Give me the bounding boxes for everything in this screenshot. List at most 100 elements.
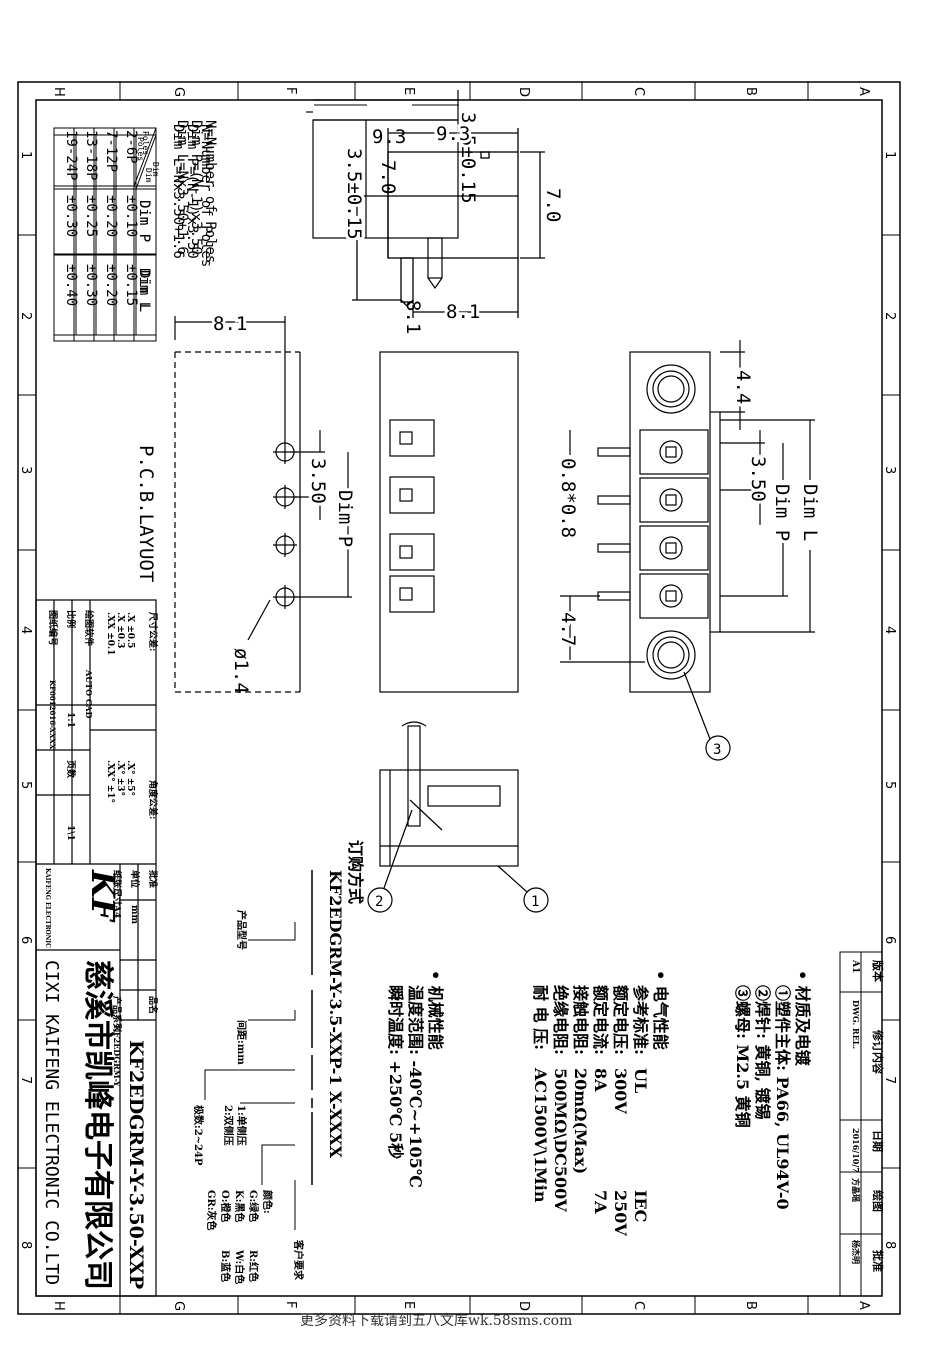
balloon-3 (705, 735, 731, 761)
zone-number-3: 3 (18, 466, 33, 474)
zone-letter-d: D (516, 87, 531, 97)
title-block (35, 599, 157, 1297)
tb-unit: mm (129, 905, 139, 925)
balloon-2-label: 2 (375, 894, 383, 910)
tol-row-poles: 19-24P (63, 130, 79, 181)
footer-link[interactable]: 更多资料下载请到五八文库wk.58sms.com (300, 1313, 573, 1329)
material-2: ②焊针: 黄铜, 镀锡 (753, 985, 772, 1120)
tb-logo: KF (84, 869, 122, 923)
material-1: ①塑件主体: PA66, UL94V-0 (773, 985, 792, 1210)
balloon-1-label: 1 (531, 894, 539, 910)
rev-date: 2016/10/7 (851, 1128, 861, 1173)
terminal-cell (639, 525, 709, 571)
elec-label: 额定电流: (591, 985, 610, 1055)
ordering-scheme: 订购方式 KF2EDGRM-Y-3.5-XXP-1 X-XXXX 产品型号 间距… (192, 840, 365, 1284)
terminal-cell (639, 477, 709, 523)
tb-company-en: CIXI KAIFENG ELECTRONIC CO.LTD (41, 960, 62, 1285)
zone-letter-h: H (51, 1301, 66, 1311)
tol-row-p: ±0.20 (103, 195, 119, 237)
note-line3: Dim L=Nx3.50+1.6 (174, 120, 190, 255)
zone-letter-c: C (631, 1301, 646, 1310)
zone-letter-d: D (516, 1301, 531, 1311)
elec-v1: 8A (591, 1068, 610, 1092)
tol-header-poles: Poles (141, 131, 150, 155)
elec-v1: 300V (611, 1068, 630, 1114)
zone-number-4: 4 (18, 626, 33, 634)
pcb-layout (174, 316, 352, 693)
tb-size-label: 纸张尺寸 (111, 870, 123, 906)
dim-width-93: 9.3 (436, 123, 470, 145)
zone-number-7: 7 (882, 1076, 897, 1084)
note-n: N=Number of Poles (198, 124, 214, 267)
zone-number-1: 1 (18, 151, 33, 159)
tb-size: A4 (111, 904, 121, 918)
zone-letter-f: F (283, 87, 298, 94)
tol-row-poles: 2-6P (123, 130, 139, 164)
rev-h-content: 修订内容 (871, 1029, 885, 1074)
zone-number-5: 5 (882, 781, 897, 789)
tb-logo-sub: KAIFENG ELECTRONIC (44, 868, 51, 948)
zone-number-1: 1 (882, 151, 897, 159)
pin (597, 543, 631, 553)
tb-company-cn: 慈溪市凯峰电子有限公司 (80, 960, 115, 1290)
screw-nut-top (646, 364, 696, 414)
zone-letter-a: A (856, 1301, 871, 1310)
zone-letter-g: G (171, 87, 186, 97)
tb-series-label: 产品系列 (111, 996, 123, 1032)
elec-v2: 250V (611, 1190, 630, 1236)
tol-row-p: ±0.25 (83, 195, 99, 237)
ordering-a1: 产品型号 (235, 910, 248, 950)
tol-row-poles: 7-12P (103, 130, 119, 172)
tb-tol1: .X ±0.5 (125, 612, 135, 648)
pcb-dim-81: 8.1 (213, 313, 247, 335)
tb-ang-tol: 角度公差: (147, 780, 159, 819)
tb-name-label: 品名 (147, 996, 159, 1014)
rev-content: DWG. REL. (851, 1000, 861, 1049)
zone-letter-f: F (283, 1301, 298, 1308)
tb-ang2: .X° ±3° (115, 760, 125, 796)
material-3: ③螺母: M2.5 黄铜 (733, 985, 752, 1128)
front-terminal-cell (389, 533, 435, 571)
tolerance-grid (53, 127, 157, 342)
tol-row-poles: 13-18P (83, 130, 99, 181)
tolerance-table: Poles Dim Dim P Dim L (53, 134, 157, 336)
color-option: K:黑色 (233, 1190, 246, 1222)
mechanical-2: 瞬时温度: +250℃ 5秒 (386, 985, 405, 1159)
color-option: R:红色 (247, 1250, 260, 1282)
elec-label: 绝缘电阻: (551, 985, 570, 1055)
rev-h-appr: 批准 (871, 1250, 885, 1272)
elec-label: 参考标准: (631, 985, 650, 1055)
tb-tol2: .X ±0.3 (115, 612, 125, 648)
tb-unit-label: 单位 (129, 870, 141, 888)
tol-header-p: Dim P (136, 200, 152, 242)
screw-nut-bottom (646, 630, 696, 680)
tb-dwg: KF0012016-XXXX (48, 680, 57, 750)
rev-ver: A1 (850, 959, 860, 973)
zone-letter-b: B (743, 87, 758, 96)
tb-part-no: KF2EDGRM-Y-3.50-XXP (125, 1040, 147, 1289)
tb-page: 1\1 (65, 825, 75, 841)
zone-letter-h: H (51, 87, 66, 97)
elec-v2: 7A (591, 1190, 610, 1214)
color-option: O:橙色 (219, 1190, 232, 1222)
zone-letter-e: E (401, 87, 416, 95)
dim-top-pin: 3.5±0.15 (457, 112, 479, 204)
dim-depth-81: 8.1 (446, 301, 480, 323)
pcb-pitch: 3.50 (307, 458, 329, 504)
zone-number-2: 2 (18, 312, 33, 320)
zone-letter-a: A (856, 87, 871, 96)
mechanical-title: • 机械性能 (426, 970, 445, 1050)
th-poles: Poles (136, 137, 145, 161)
tol-row-l: ±0.20 (103, 264, 119, 306)
elec-label: 额定电压: (611, 985, 630, 1055)
tol-row-p: ±0.30 (63, 195, 79, 237)
tol-row-l: ±0.30 (83, 264, 99, 306)
electrical-title: • 电气性能 (651, 970, 670, 1050)
screw-icon (659, 488, 683, 512)
tol-row-p: ±0.10 (123, 195, 139, 237)
tb-dim-tol: 尺寸公差: (147, 612, 159, 651)
tb-sw-label: 绘图软件 (83, 610, 95, 646)
elec-v1: AC1500V\1Min (531, 1067, 550, 1203)
screw-icon (659, 584, 683, 608)
